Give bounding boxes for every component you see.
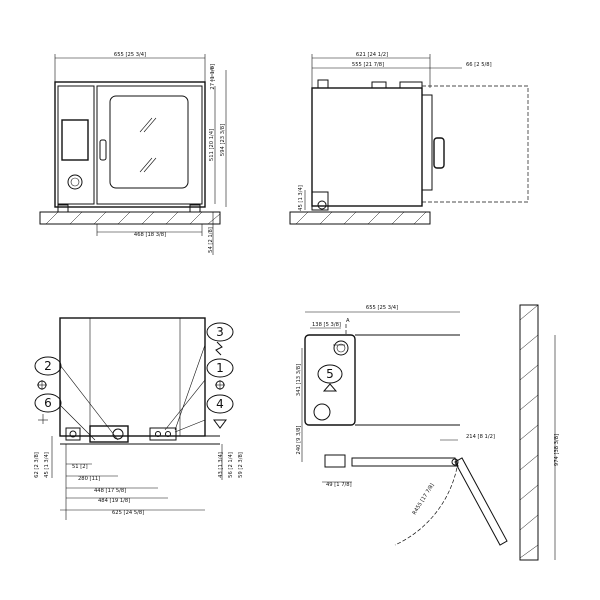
side-vent-left	[317, 79, 329, 89]
svg-text:6: 6	[44, 396, 52, 410]
top-dim-offset: 138 [5 3/8]	[312, 322, 341, 328]
side-dim-body-depth: 555 [21 7/8]	[352, 62, 384, 68]
side-door-profile	[422, 94, 433, 191]
front-view: 655 [25 3/4] 27 [1 1/8] 511 [20 1/4] 594…	[39, 52, 227, 255]
conn-unit-body	[59, 317, 206, 437]
svg-text:3: 3	[216, 325, 224, 339]
top-dim-bottom: 49 [1 7/8]	[326, 482, 352, 488]
conn-bottom-dims: 51 [2] 280 [11] 448 [17 5/8] 484 [19 1/8…	[60, 444, 205, 520]
side-drain-box	[311, 191, 329, 211]
top-wall-hatch	[519, 304, 539, 559]
front-dim-leg-height: 54 [2 1/8]	[208, 227, 214, 253]
top-foot	[324, 454, 346, 468]
front-floor-slab	[39, 211, 221, 225]
side-dim-handle: 66 [2 5/8]	[466, 62, 492, 68]
top-view: 5 A 655 [25 3/4] 138 [5 3/8] 341 [13 3/8…	[296, 304, 560, 561]
svg-text:280 [11]: 280 [11]	[78, 476, 100, 482]
top-marker-a: A	[346, 318, 350, 324]
front-control-panel	[57, 85, 95, 205]
front-dim-cavity-height: 511 [20 1/4]	[209, 129, 215, 161]
svg-text:1: 1	[216, 361, 224, 375]
front-display-screen	[61, 119, 89, 161]
front-control-knob	[67, 174, 83, 190]
svg-text:484 [19 1/8]: 484 [19 1/8]	[98, 498, 130, 504]
top-dim-height-2: 240 [9 3/8]	[296, 426, 302, 455]
conn-drain-box	[89, 425, 129, 443]
side-door-swing-outline	[421, 85, 529, 203]
front-glass-reflection	[139, 117, 157, 173]
side-top-cap	[399, 81, 423, 89]
front-control-knob-inner	[70, 177, 80, 187]
top-dim-arm: 214 [8 1/2]	[466, 434, 495, 440]
callout-3: 3	[206, 322, 234, 356]
svg-text:51 [2]: 51 [2]	[72, 464, 88, 470]
side-dim-foot: 45 [1 3/4]	[298, 185, 304, 211]
front-unit-body	[54, 81, 206, 208]
side-floor-slab	[289, 211, 431, 225]
svg-text:625 [24 5/8]: 625 [24 5/8]	[112, 510, 144, 516]
top-unit-panel	[304, 334, 356, 426]
side-drain-outlet	[317, 200, 327, 210]
conn-dim-right-1: 43 [1 3/4]	[218, 452, 224, 478]
conn-dim-left-2: 45 [1 3/4]	[44, 452, 50, 478]
front-right-foot	[189, 204, 201, 213]
front-door	[96, 85, 203, 205]
side-unit-body	[311, 87, 423, 207]
callout-1: 1	[206, 358, 234, 390]
callout-2: 2	[34, 356, 62, 390]
conn-dim-left-1: 62 [2 3/8]	[34, 452, 40, 478]
lightning-icon	[215, 341, 223, 356]
side-dim-depth: 621 [24 1/2]	[356, 52, 388, 58]
top-dim-radius: R455 [17 7/8]	[412, 483, 436, 517]
svg-text:448 [17 5/8]: 448 [17 5/8]	[94, 488, 126, 494]
top-dim-total-width: 655 [25 3/4]	[366, 305, 398, 311]
callout-5: 5	[317, 364, 343, 392]
front-door-window	[109, 95, 189, 189]
front-floor-hatch	[45, 211, 221, 225]
svg-text:4: 4	[216, 397, 224, 411]
callout-6: 6	[34, 393, 62, 424]
conn-water-inlet	[65, 427, 81, 441]
side-vent-top	[371, 81, 387, 89]
side-floor-hatch	[295, 211, 427, 225]
front-left-foot	[57, 204, 69, 213]
top-swing-arc	[394, 461, 459, 546]
conn-electrical-box	[149, 427, 177, 441]
front-dim-top-offset: 27 [1 1/8]	[210, 64, 216, 90]
front-door-handle	[99, 139, 107, 161]
side-view: 621 [24 1/2] 555 [21 7/8] 66 [2 5/8] 45 …	[289, 52, 529, 225]
callout-4: 4	[206, 394, 234, 429]
top-wall	[519, 304, 539, 561]
front-dim-total-height: 594 [23 3/8]	[220, 124, 226, 156]
side-door-handle	[433, 137, 445, 169]
front-dim-total-width: 655 [25 3/4]	[114, 52, 146, 58]
conn-dim-right-2: 56 [2 1/4]	[228, 452, 234, 478]
top-dim-height-1: 341 [13 3/8]	[296, 364, 302, 396]
top-door-arm	[351, 457, 459, 467]
svg-text:5: 5	[326, 367, 334, 381]
top-dim-wall: 974 [38 3/8]	[554, 434, 560, 466]
top-door-swung	[454, 457, 508, 546]
conn-dim-right-3: 59 [2 3/8]	[238, 452, 244, 478]
front-dim-door-width: 468 [18 3/8]	[134, 232, 166, 238]
svg-text:2: 2	[44, 359, 52, 373]
connections-view: 2 6 3 1 4 62 [2 3/8] 45 [1 3/4]	[34, 317, 244, 520]
